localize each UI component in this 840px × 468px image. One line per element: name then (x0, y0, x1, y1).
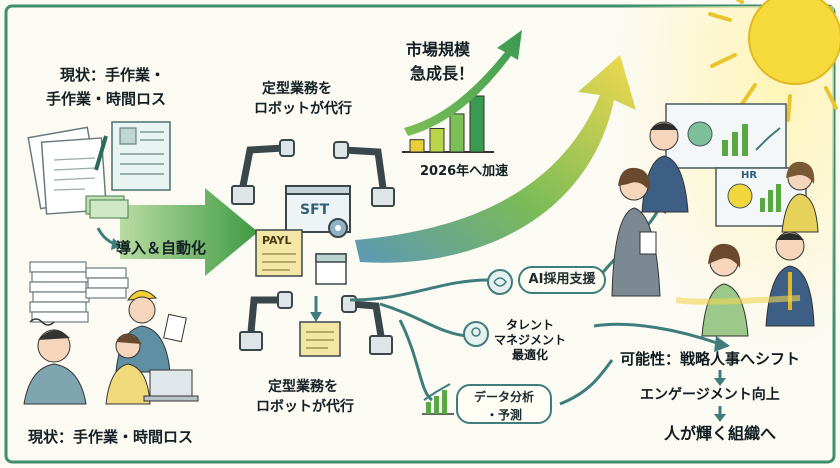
market-bar (449, 113, 465, 153)
robot-top-label-line2: ロボットが代行 (254, 101, 352, 117)
ai-brain-icon (487, 269, 513, 295)
left-bottom-label: 現状：手作業・時間ロス (28, 428, 194, 446)
woman-figure-right (781, 161, 819, 233)
laptop-worker (105, 333, 199, 405)
businessman-figure (641, 121, 689, 213)
cash-icon (85, 195, 129, 219)
pen-icon (94, 135, 108, 171)
market-caption: 2026年へ加速 (420, 164, 509, 179)
stressed-worker (23, 318, 87, 405)
left-top-label-line1: 現状：手作業・ (60, 66, 166, 84)
paper-stack-icon (29, 261, 129, 323)
businesswoman-figure (611, 167, 661, 297)
automation-arrow-label: 導入＆自動化 (116, 239, 207, 257)
talent-head-icon (463, 321, 489, 347)
market-bar (429, 127, 445, 153)
robot-bottom-label-line1: 定型業務を (268, 379, 338, 395)
market-title-line1: 市場規模 (406, 40, 471, 59)
data-line1: データ分析 (473, 390, 534, 404)
market-arrow (404, 30, 522, 136)
shine-label: 人が輝く組織へ (664, 424, 777, 443)
glow-stroke (675, 295, 801, 305)
market-chart (402, 30, 522, 153)
calendar-icon (315, 253, 347, 285)
market-bar (409, 139, 425, 153)
screen-text: SFT (300, 202, 330, 218)
data-line2: ・予測 (485, 408, 522, 422)
robot-bottom-label-line2: ロボットが代行 (256, 399, 354, 415)
scroll-doc-icon (299, 321, 341, 357)
form-document-icon (111, 121, 171, 191)
robot-arm-icon (231, 139, 295, 205)
possibility-label: 可能性：戦略人事へシフト (620, 350, 801, 368)
robot-arm-icon-3 (239, 291, 293, 351)
hr-text: HR (741, 170, 758, 181)
ai-recruit-pill: AI採用支援 (518, 266, 606, 294)
engagement-label: エンゲージメント向上 (640, 387, 780, 403)
robot-top-label-line1: 定型業務を (262, 81, 332, 97)
analytics-chart-icon (422, 383, 454, 415)
market-title-line2: 急成長！ (410, 64, 475, 83)
dashboard-panel (665, 103, 787, 169)
talent-line2: マネジメント (494, 333, 567, 347)
payroll-doc-text: PAYL (262, 234, 292, 247)
growth-arrow (355, 55, 636, 263)
data-analysis-pill: データ分析 ・予測 (456, 384, 552, 424)
sun-icon (708, 0, 840, 122)
talent-label: タレント マネジメント 最適化 (494, 318, 566, 363)
talent-line3: 最適化 (512, 348, 549, 362)
documents-icon (27, 126, 108, 215)
market-bar (469, 95, 485, 153)
robot-arm-icon-2 (333, 141, 395, 207)
robot-arm-icon-4 (341, 295, 393, 355)
payroll-doc-icon (255, 229, 303, 277)
woman-figure-center (701, 243, 749, 337)
automation-arrow (120, 188, 258, 276)
gear-icon (328, 218, 348, 238)
talent-line1: タレント (506, 318, 555, 332)
left-top-label-line2: 手作業・時間ロス (46, 90, 167, 108)
